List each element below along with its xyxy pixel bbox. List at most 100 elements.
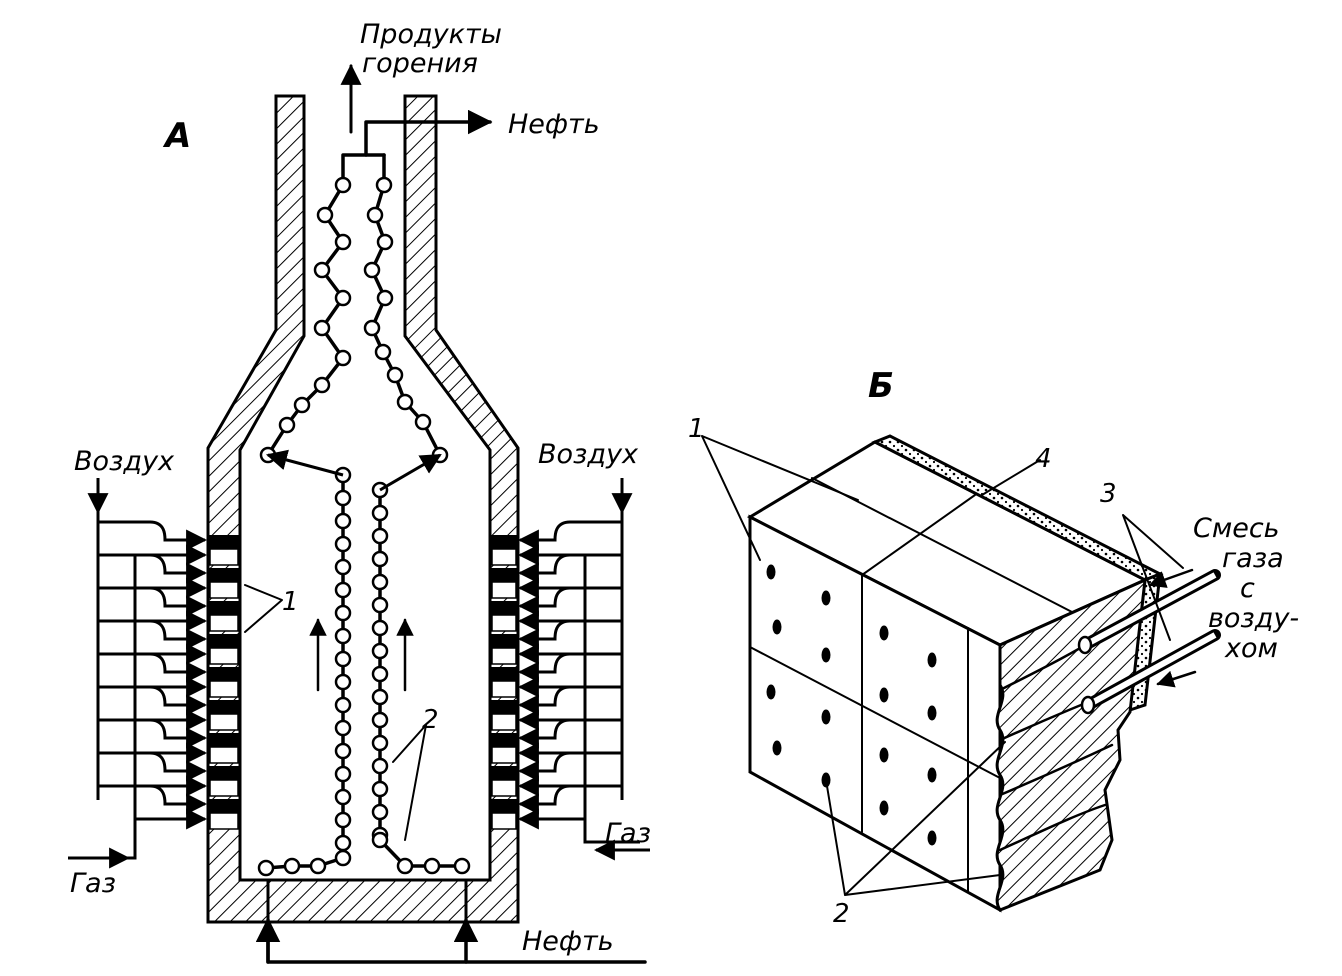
coil-link (265, 449, 344, 477)
coil-tube (396, 857, 414, 875)
burner-slot (490, 634, 518, 648)
panel-a-label: А (162, 116, 191, 156)
air-branch (517, 685, 622, 716)
coil-tube (334, 289, 352, 307)
burner-slot (208, 766, 240, 780)
air-gas-manifolds (68, 478, 650, 869)
coil-tube (334, 176, 352, 194)
coil-tube (363, 319, 381, 337)
burner-slot (490, 601, 518, 615)
combustion-products-label: Продукты (360, 19, 502, 50)
coil-tube (313, 376, 331, 394)
coil-tube (371, 642, 389, 660)
coil-tube (414, 413, 432, 431)
burner-hole (879, 625, 889, 641)
air-right-label: Воздух (538, 439, 639, 470)
coil-tube (334, 811, 352, 829)
burner-hole (821, 709, 831, 725)
coil-tube (334, 558, 352, 576)
coil-tube (334, 489, 352, 507)
coil-tube (371, 831, 389, 849)
furnace-wall (206, 94, 520, 924)
air-branch (98, 652, 208, 683)
burner-hole (772, 619, 782, 635)
burner-slot (208, 733, 240, 747)
mixture-label-2: газа (1222, 543, 1284, 574)
coil-pipe (378, 838, 462, 868)
air-branch (517, 718, 622, 749)
gas-left-label: Газ (70, 868, 116, 899)
b-leader-1 (701, 435, 859, 561)
coil-tube (371, 780, 389, 798)
burner-hole (772, 740, 782, 756)
a-leader-2 (392, 724, 427, 841)
oil-in-label: Нефть (522, 926, 614, 957)
a-callout-2: 2 (422, 705, 439, 735)
coil-tube (316, 206, 334, 224)
burner-slot (490, 568, 518, 582)
coil-tube (334, 788, 352, 806)
coil-tube (334, 233, 352, 251)
coil-tube (375, 176, 393, 194)
coil-tube (363, 261, 381, 279)
tube-coils (257, 176, 471, 877)
air-branch (517, 586, 622, 617)
air-branch (98, 685, 208, 716)
coil-tube (334, 849, 352, 867)
burner-hole (927, 705, 937, 721)
coil-tube (283, 857, 301, 875)
air-branch (517, 784, 622, 815)
air-branch (98, 751, 208, 782)
manifold-pipe (80, 555, 137, 860)
air-branch (517, 751, 622, 782)
coil-tube (371, 527, 389, 545)
burner-slot (208, 634, 240, 648)
b-callout-2: 2 (833, 899, 850, 929)
coil-tube (371, 734, 389, 752)
coil-tube (278, 416, 296, 434)
coil-tube (366, 206, 384, 224)
coil-tube (371, 504, 389, 522)
mixture-arrow-2 (1156, 670, 1197, 688)
coil-link (379, 453, 442, 492)
coil-tube (371, 573, 389, 591)
coil-tube (334, 696, 352, 714)
injector-pipes (1077, 569, 1221, 715)
coil-tube (334, 349, 352, 367)
combustion-products-label-2: горения (362, 48, 478, 79)
coil-tube (334, 604, 352, 622)
air-branch (98, 619, 208, 650)
burner-hole (927, 767, 937, 783)
air-branch (98, 553, 208, 584)
coil-tube (334, 719, 352, 737)
refractory-block (746, 434, 1221, 913)
mixture-arrow-1 (1148, 568, 1194, 588)
burner-slot (490, 799, 518, 813)
coil-tube (371, 619, 389, 637)
air-branch (517, 520, 622, 551)
coil-tube (293, 396, 311, 414)
coil-tube (396, 393, 414, 411)
b-callout-1: 1 (688, 414, 705, 444)
coil-tube (371, 803, 389, 821)
coil-tube (334, 581, 352, 599)
furnace-a (206, 94, 520, 924)
mixture-label-1: Смесь (1193, 513, 1280, 544)
coil-tube (334, 673, 352, 691)
air-left-label: Воздух (74, 446, 175, 477)
coil-tube (423, 857, 441, 875)
coil-tube (453, 857, 471, 875)
a-leader-1 (244, 584, 283, 633)
coil-tube (371, 688, 389, 706)
panel-b-label: Б (868, 366, 894, 406)
air-branch (517, 553, 622, 584)
coil-tube (334, 742, 352, 760)
burner-slot (208, 700, 240, 714)
b-leader-2 (825, 741, 1006, 896)
coil-tube (334, 834, 352, 852)
coil-tube (334, 535, 352, 553)
oil-out-label: Нефть (508, 109, 600, 140)
b-callout-3: 3 (1100, 479, 1117, 509)
coil-tube (334, 650, 352, 668)
right-burner-blocks (490, 535, 518, 830)
